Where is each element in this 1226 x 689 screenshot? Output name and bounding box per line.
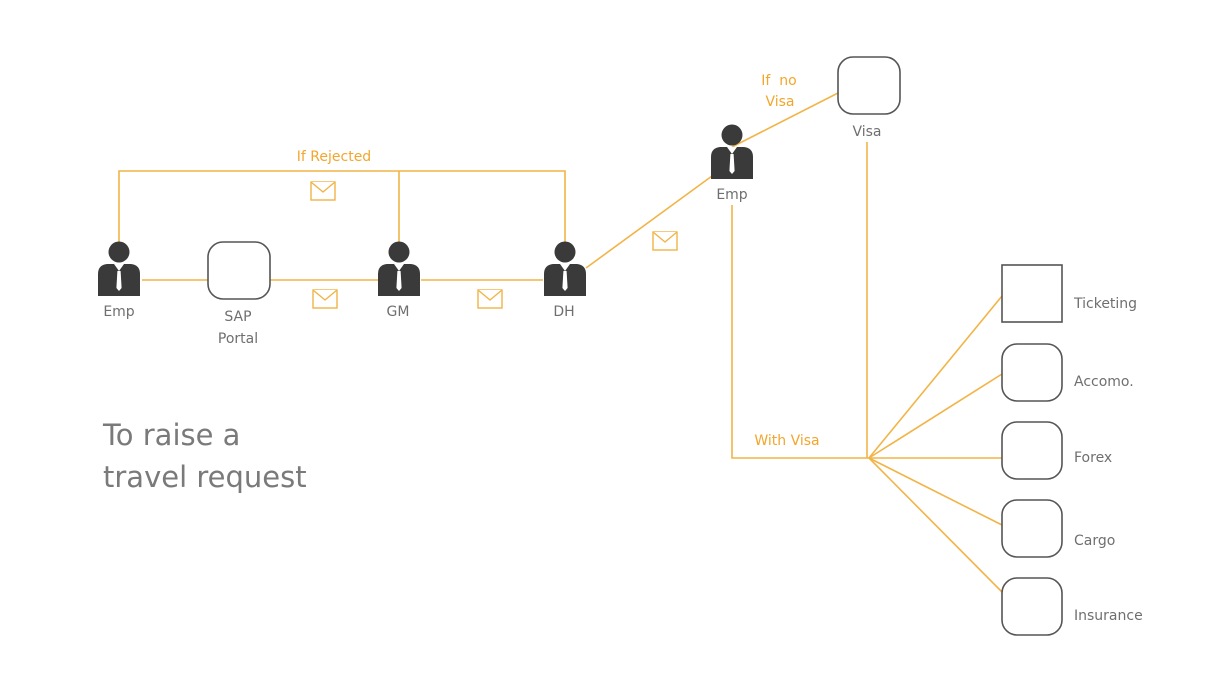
connector-hub-cargo (868, 457, 1003, 526)
actor-label-emp-mid: Emp (716, 187, 747, 203)
condition-if-rejected: If Rejected (297, 149, 371, 165)
envelope-icon (310, 181, 336, 201)
condition-if-no-visa-line1: If no (761, 73, 796, 89)
sap-portal-label-line1: SAP (224, 309, 251, 325)
service-label-ticketing: Ticketing (1073, 296, 1137, 312)
visa-label: Visa (852, 124, 881, 140)
accomo-node (1001, 343, 1063, 402)
connector-rejected-loop (118, 170, 566, 244)
service-label-accomo: Accomo. (1074, 374, 1134, 390)
person-icon (711, 124, 753, 179)
connector-emp-visa (731, 92, 839, 148)
envelope-icon (477, 289, 503, 309)
envelope-icon (652, 231, 678, 251)
actor-label-dh: DH (553, 304, 574, 320)
connector-dh-emp (585, 175, 713, 269)
condition-if-no-visa-line2: Visa (765, 94, 794, 110)
insurance-node (1001, 577, 1063, 636)
actor-label-emp-start: Emp (103, 304, 134, 320)
condition-with-visa: With Visa (754, 433, 819, 449)
forex-node (1001, 421, 1063, 480)
connector-with-visa (731, 205, 869, 459)
person-icon (98, 241, 140, 296)
connector-hub-insurance (868, 457, 1003, 593)
person-icon (378, 241, 420, 296)
sap-portal-label-line2: Portal (218, 331, 258, 347)
visa-node (837, 56, 901, 115)
service-label-cargo: Cargo (1074, 533, 1115, 549)
diagram-title-line2: travel request (103, 460, 307, 494)
ticketing-node (1001, 264, 1063, 323)
envelope-icon (312, 289, 338, 309)
service-label-forex: Forex (1074, 450, 1112, 466)
connector-hub-ticketing (868, 295, 1003, 459)
diagram-title-line1: To raise a (102, 418, 240, 452)
person-icon (544, 241, 586, 296)
sap-portal-node (207, 241, 271, 300)
actor-label-gm: GM (387, 304, 410, 320)
service-label-insurance: Insurance (1074, 608, 1143, 624)
cargo-node (1001, 499, 1063, 558)
connectors (118, 92, 1003, 593)
connector-hub-accomo (868, 373, 1003, 459)
